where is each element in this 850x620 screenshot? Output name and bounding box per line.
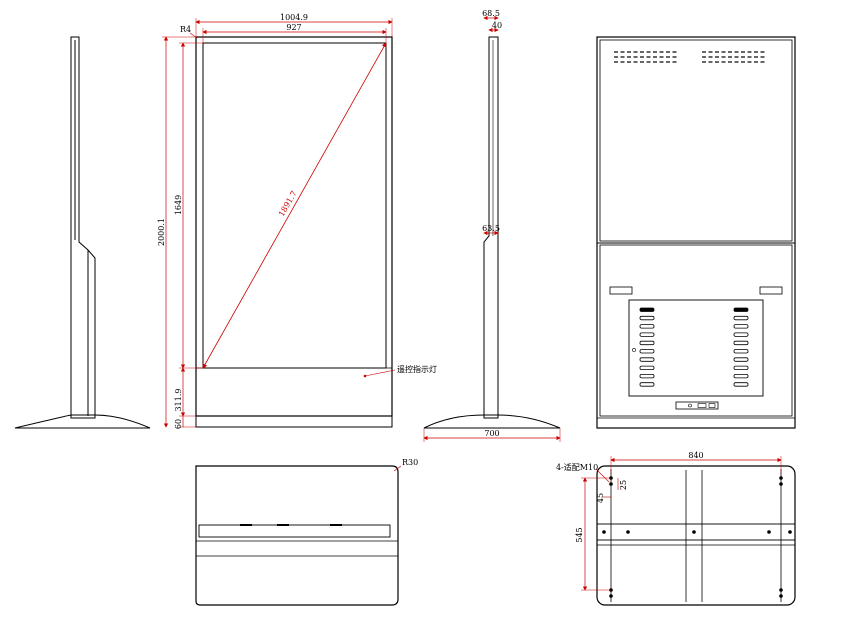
offset-x-label: 45 [596,493,605,503]
base-thickness-label: 60 [174,419,183,429]
hole-spec-label: 4-适配M10 [556,462,598,472]
panel-slot [639,315,655,321]
mounting-hole [779,476,783,480]
panel-slots [639,307,749,387]
panel-slot [733,382,749,387]
panel-slot [639,349,655,354]
panel-slot [733,357,749,362]
base-width-label: 700 [484,429,499,438]
panel-slot [639,324,655,329]
panel-slot [733,332,749,337]
panel-slot [733,365,749,371]
left-side-profile [14,36,151,429]
base-plan-depth-label: 545 [575,527,584,542]
panel-slot [639,340,655,346]
rear-handle-left [609,286,633,295]
mounting-hole [602,530,606,534]
height-screen-label: 1649 [174,195,183,215]
mounting-hole [609,482,613,486]
front-base-plate [195,415,393,428]
bottom-view: R30 [195,458,418,606]
rear-io-ports [675,401,719,410]
panel-slot [639,332,655,337]
panel-slot [639,373,655,379]
width-outer-label: 1004.9 [280,13,308,22]
mounting-hole [779,588,783,592]
front-frame [195,36,393,417]
panel-slot [639,365,655,371]
mounting-hole [692,530,696,534]
mounting-hole [609,594,613,598]
mounting-hole [779,482,783,486]
mounting-hole [767,530,771,534]
panel-slot [733,315,749,321]
rear-view [596,36,796,429]
width-inner-label: 927 [286,23,301,32]
height-total-label: 2000.1 [157,218,166,246]
right-side-profile: 68.5 40 63.5 700 [423,9,561,442]
indicator-label: 遥控指示灯 [397,364,437,374]
mounting-hole [788,530,792,534]
offset-y-label: 25 [619,480,628,490]
diagonal-dimension-line [202,42,387,369]
bottom-radius-label: R30 [402,458,418,467]
corner-radius-label: R4 [180,25,191,34]
base-plan-width-label: 840 [688,451,703,460]
mounting-hole [779,594,783,598]
step-label: 63.5 [482,224,500,233]
panel-slot [733,324,749,329]
rear-access-panel [628,299,764,397]
bottom-section-label: 311.9 [174,389,183,412]
rear-handle-right [759,286,783,295]
mounting-holes [602,476,792,598]
base-plan: 840 545 4-适配M10 45 25 [556,451,796,606]
panel-slot [733,373,749,379]
panel-slot [639,382,655,387]
front-view: 1891.7 1004.9 927 R4 2000.1 1649 311.9 6… [157,13,437,429]
panel-slot [733,307,749,312]
depth-top-label: 68.5 [482,9,500,18]
panel-slot [733,340,749,346]
panel-slot [733,349,749,354]
panel-slot [639,357,655,362]
depth-inner-label: 40 [492,21,502,30]
vent-slots [614,51,765,63]
mounting-hole [626,530,630,534]
panel-slot [639,307,655,312]
